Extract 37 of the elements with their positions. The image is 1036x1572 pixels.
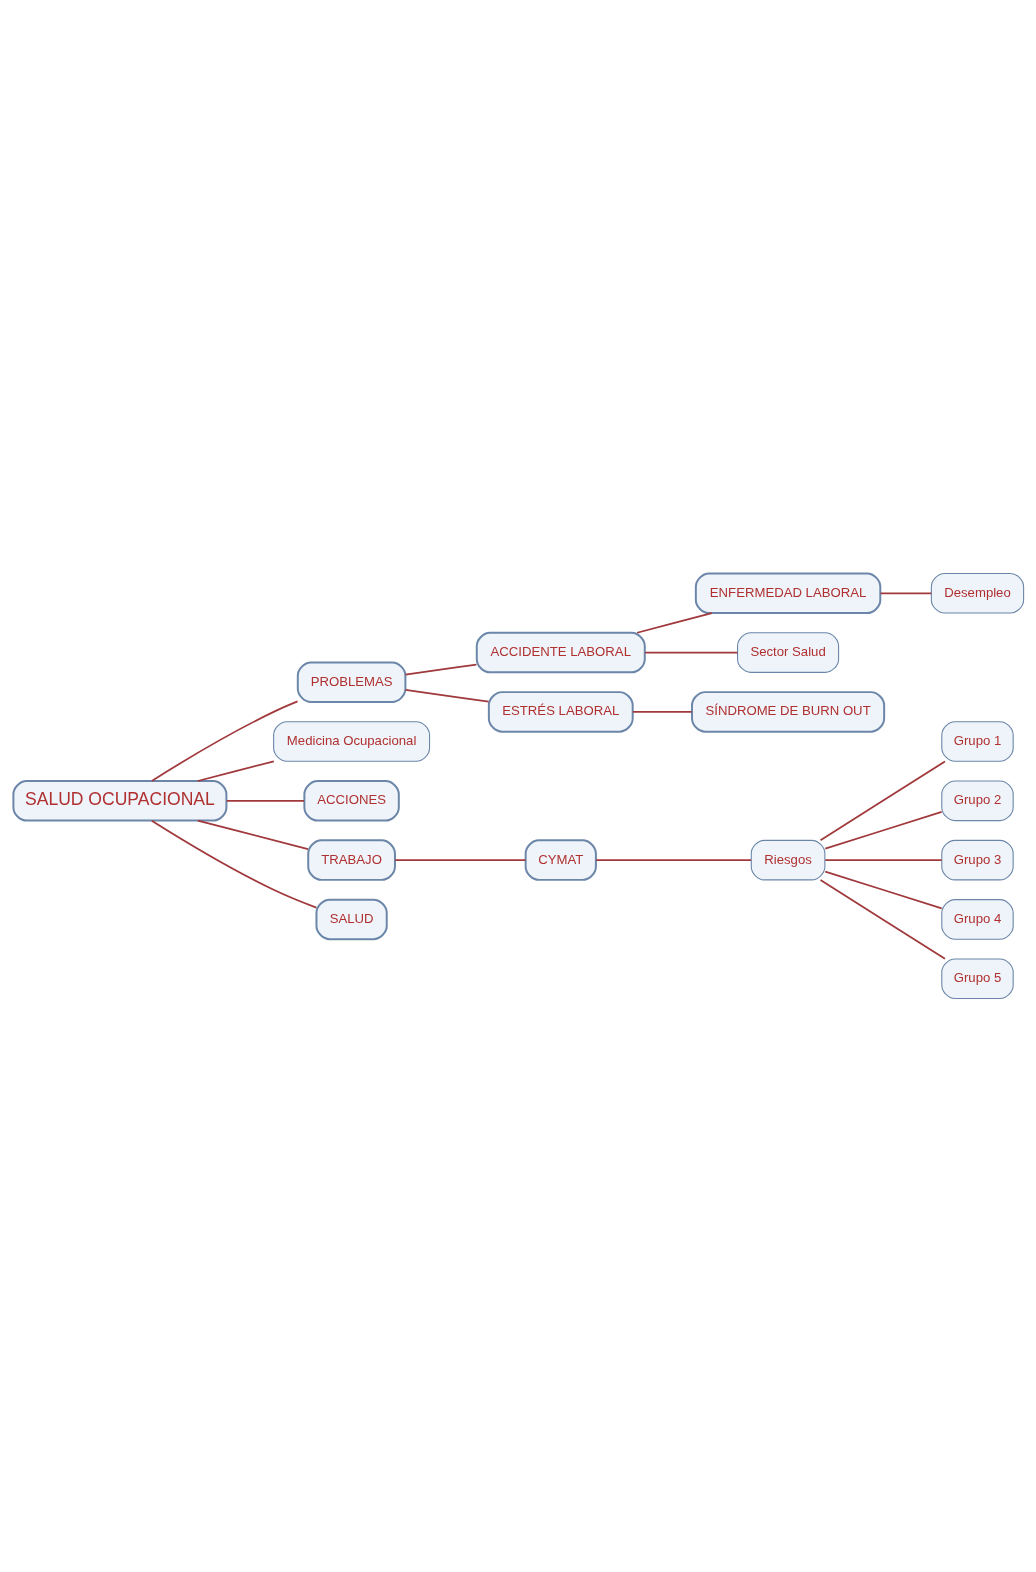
node-box: SALUD — [314, 898, 388, 941]
connector — [196, 760, 275, 782]
connector — [196, 819, 309, 850]
connector — [404, 688, 490, 703]
node-box: ENFERMEDAD LABORAL — [694, 572, 881, 615]
connector — [150, 700, 298, 782]
node-box: PROBLEMAS — [296, 661, 406, 703]
node-box: Grupo 4 — [940, 899, 1014, 940]
node-box: Riesgos — [750, 839, 825, 881]
node-box: Desempleo — [930, 573, 1024, 614]
node-box: Medicina Ocupacional — [272, 721, 430, 762]
node-box: Sector Salud — [736, 632, 839, 673]
node-box: ESTRÉS LABORAL — [487, 691, 634, 733]
connector — [594, 859, 752, 861]
node-box: Grupo 1 — [940, 721, 1014, 762]
connector — [823, 810, 943, 850]
node-box: TRABAJO — [306, 839, 396, 881]
node-box: ACCIDENTE LABORAL — [475, 631, 646, 674]
node-box: Grupo 3 — [940, 839, 1014, 881]
connector — [819, 760, 946, 842]
connector — [823, 859, 943, 861]
connector — [819, 879, 946, 960]
connector — [643, 651, 738, 654]
node-box: Grupo 2 — [940, 780, 1014, 822]
connector — [150, 819, 317, 909]
node-box: SÍNDROME DE BURN OUT — [690, 691, 885, 733]
connector — [404, 663, 477, 676]
node-box: CYMAT — [524, 839, 597, 881]
connector — [393, 859, 526, 861]
node-box: Grupo 5 — [940, 958, 1014, 999]
connector — [823, 870, 943, 910]
node-box: ACCIONES — [302, 780, 400, 822]
node-box: SALUD OCUPACIONAL — [11, 780, 227, 822]
connector — [225, 799, 305, 802]
connector — [879, 592, 932, 595]
connector — [635, 612, 713, 634]
connector — [631, 711, 693, 713]
